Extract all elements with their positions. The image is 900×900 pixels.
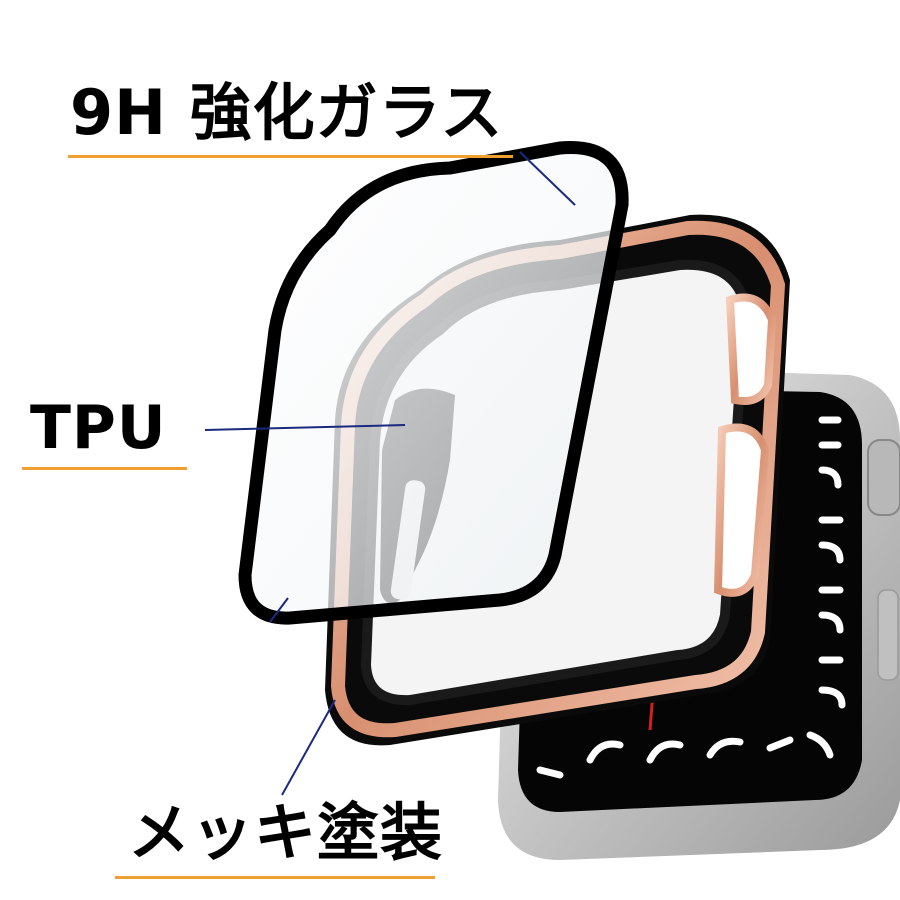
tpu-label-underline xyxy=(22,467,187,470)
plating-leader-line xyxy=(281,699,336,796)
side-button xyxy=(877,589,899,681)
tpu-label: TPU xyxy=(30,393,167,463)
crown-cutout xyxy=(725,293,777,405)
plating-label-underline xyxy=(115,876,435,879)
digital-crown xyxy=(867,439,900,516)
glass-film xyxy=(238,140,629,625)
button-cutout xyxy=(713,423,770,597)
glass-label-underline xyxy=(68,155,513,158)
plating-label: メッキ塗装 xyxy=(128,796,444,869)
tpu-leader-line xyxy=(204,424,406,431)
glass-edge-leader xyxy=(269,597,289,623)
glass-panel xyxy=(238,140,629,625)
glass-label: 9H 強化ガラス xyxy=(70,76,504,149)
glass-leader-line xyxy=(519,151,576,206)
